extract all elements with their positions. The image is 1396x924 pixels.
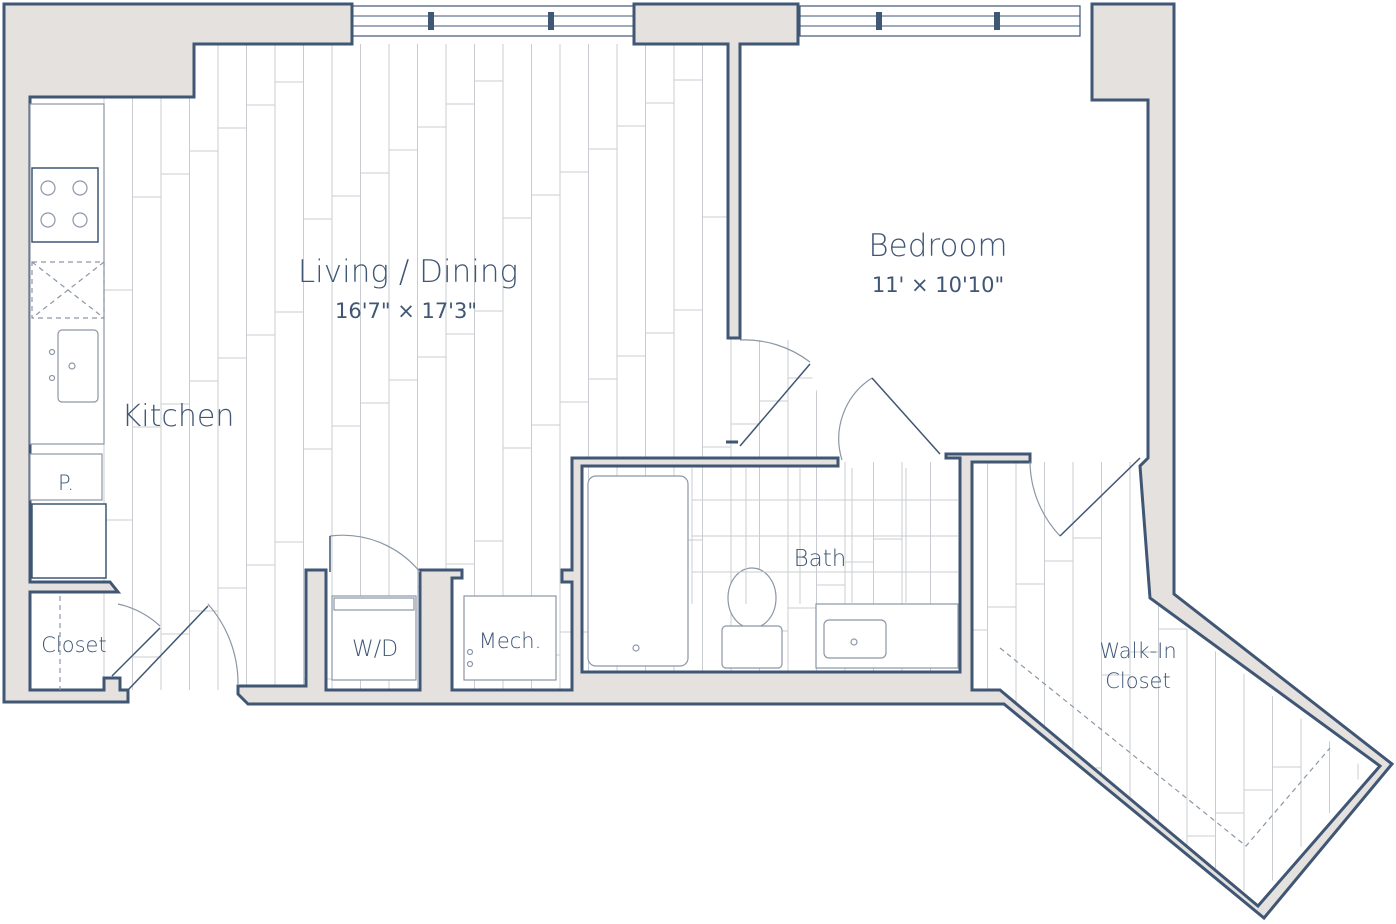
- kitchen-label: Kitchen: [122, 399, 235, 434]
- walkin-label-line1: Walk-In: [1099, 639, 1176, 663]
- window-top-right: [799, 5, 1081, 37]
- bathtub: [587, 475, 689, 667]
- living-dining-size: 16'7" × 17'3": [335, 299, 477, 323]
- mech-label: Mech.: [479, 629, 542, 653]
- closet-label: Closet: [41, 633, 106, 657]
- door-entry: [127, 603, 239, 691]
- door-bedroom: [739, 339, 811, 447]
- cooktop: [31, 167, 99, 243]
- bedroom-label: Bedroom: [868, 228, 1007, 264]
- washer-dryer: [331, 595, 417, 681]
- living-dining-label: Living / Dining: [298, 254, 518, 290]
- wd-label: W/D: [352, 637, 398, 662]
- door-bath: [838, 377, 941, 461]
- toilet: [721, 567, 783, 669]
- window-top-left: [351, 5, 635, 37]
- pantry-label: P.: [58, 471, 74, 495]
- bedroom-size: 11' × 10'10": [872, 273, 1004, 297]
- refrigerator: [31, 503, 107, 579]
- dishwasher: [31, 261, 105, 319]
- door-walkin: [1029, 457, 1141, 537]
- bath-label: Bath: [794, 546, 847, 572]
- walkin-shelf: [999, 647, 1331, 847]
- walkin-label-line2: Closet: [1105, 669, 1170, 693]
- pantry: [29, 453, 103, 501]
- mechanical-unit: [463, 595, 557, 681]
- bath-vanity: [815, 603, 959, 669]
- door-wd: [329, 534, 421, 573]
- bath-tile-grid: [691, 468, 958, 604]
- door-closet: [111, 603, 161, 677]
- kitchen-sink: [48, 329, 99, 403]
